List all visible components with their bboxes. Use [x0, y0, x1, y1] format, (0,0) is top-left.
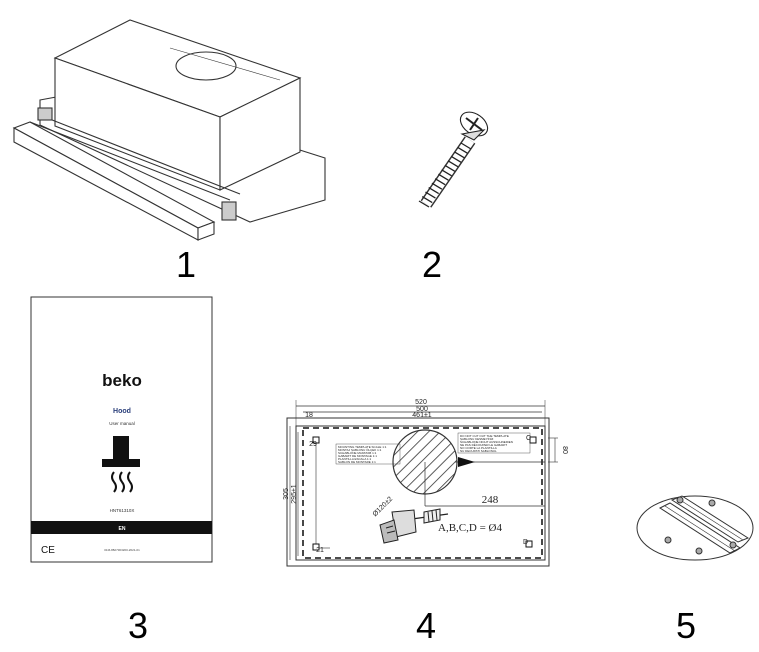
- part-number-1: 1: [176, 244, 196, 285]
- manual-doc-number: 01M-8827303200-2621-01: [104, 548, 140, 552]
- screw-thread: [428, 187, 440, 195]
- part-number-4: 4: [416, 605, 436, 646]
- manual-language: EN: [119, 526, 126, 532]
- svg-text:NO CORTE LA PLANTILLA: NO CORTE LA PLANTILLA: [460, 446, 497, 450]
- arrow-icon: [458, 457, 475, 467]
- hole-label-c: C: [526, 435, 531, 442]
- screw-thread: [454, 151, 465, 159]
- ce-mark-icon: CE: [41, 545, 55, 556]
- dim-29: 29: [309, 441, 317, 448]
- drilling-template-icon: [286, 400, 558, 567]
- dim-520: 520: [415, 399, 427, 406]
- round-filter-plate-icon: [636, 495, 754, 561]
- manual-title: Hood: [113, 408, 131, 415]
- cooker-hood-icon: [12, 19, 326, 241]
- screw-icon: [418, 111, 489, 208]
- right-note-text: DO NOT CUT OUT THE TEMPLATE ŞABLONU KESM…: [460, 434, 513, 453]
- outlet-hole: [392, 429, 458, 495]
- screw-thread: [450, 155, 462, 163]
- hood-symbol-icon: [102, 436, 140, 467]
- dim-18: 18: [305, 412, 313, 419]
- screw-thread: [438, 173, 449, 181]
- svg-text:NE PAS DÉCOUPER LE GABARIT: NE PAS DÉCOUPER LE GABARIT: [460, 442, 507, 447]
- svg-text:DO NOT CUT OUT THE TEMPLATE: DO NOT CUT OUT THE TEMPLATE: [460, 434, 509, 438]
- drill-icon: [379, 508, 449, 544]
- manual-cover: [30, 296, 213, 563]
- hole-b: [312, 543, 320, 551]
- screw-thread: [425, 191, 436, 199]
- template-inner-outline: [295, 425, 546, 561]
- screw-thread: [418, 200, 430, 208]
- user-manual-icon: beko Hood User manual HNT61310X EN CE 01…: [30, 296, 213, 563]
- left-note-box: [335, 443, 401, 465]
- dim-21: 21: [316, 547, 324, 554]
- dim-305: 305: [283, 488, 290, 500]
- screw-thread: [431, 182, 443, 190]
- hole-diameter-formula: A,B,C,D = Ø4: [438, 522, 502, 534]
- air-outlet: [175, 51, 237, 81]
- screw-thread: [457, 146, 469, 155]
- svg-text:SCHABLONE MAßSTAB 1:1: SCHABLONE MAßSTAB 1:1: [338, 451, 377, 455]
- part-number-3: 3: [128, 605, 148, 646]
- svg-text:SABLON DE MONTARE 1:1: SABLON DE MONTARE 1:1: [338, 460, 376, 464]
- dim-461: 461±1: [412, 412, 432, 419]
- svg-text:NU DECUPATI SABLONUL: NU DECUPATI SABLONUL: [460, 449, 497, 453]
- right-note-box: [457, 432, 531, 454]
- screw-thread: [421, 195, 433, 204]
- svg-text:PLANTILLA ESCALA 1:1: PLANTILLA ESCALA 1:1: [338, 457, 372, 461]
- manual-model: HNT61310X: [110, 508, 135, 513]
- cutout-outline: [302, 427, 543, 559]
- part-number-5: 5: [676, 605, 696, 646]
- dim-295: 295±1: [291, 484, 298, 504]
- left-note-text: MOUNTING TEMPLATE SCALE 1:1 MONTAJ ŞABLO…: [338, 445, 387, 464]
- circle-diameter: Ø120±2: [372, 496, 395, 519]
- svg-text:MOUNTING TEMPLATE SCALE 1:1: MOUNTING TEMPLATE SCALE 1:1: [338, 445, 387, 449]
- hole-label-d: D: [523, 539, 528, 546]
- svg-text:GABARIT DE MONTAGE 1:1: GABARIT DE MONTAGE 1:1: [338, 454, 377, 458]
- dim-80: 80: [561, 446, 568, 454]
- screw-thread: [444, 164, 456, 172]
- screw-thread: [447, 160, 459, 168]
- steam-icon: [111, 471, 133, 493]
- hole-a: [312, 436, 320, 444]
- manual-subtitle: User manual: [109, 421, 135, 426]
- screw-thread: [441, 169, 452, 177]
- manual-brand: beko: [102, 371, 142, 390]
- dim-248: 248: [482, 494, 499, 506]
- dim-500: 500: [416, 406, 428, 413]
- svg-text:SCHABLONE NICHT AUSSCHNEIDEN: SCHABLONE NICHT AUSSCHNEIDEN: [460, 440, 513, 444]
- part-number-2: 2: [422, 244, 442, 285]
- screw-thread: [434, 178, 446, 186]
- manual-language-bar: [31, 521, 212, 534]
- svg-text:ŞABLONU KESMEYİNİZ: ŞABLONU KESMEYİNİZ: [460, 436, 494, 441]
- hole-d: [525, 540, 533, 548]
- screw-thread: [460, 142, 472, 150]
- svg-text:MONTAJ ŞABLONU ÖLÇEK 1:1: MONTAJ ŞABLONU ÖLÇEK 1:1: [338, 448, 382, 452]
